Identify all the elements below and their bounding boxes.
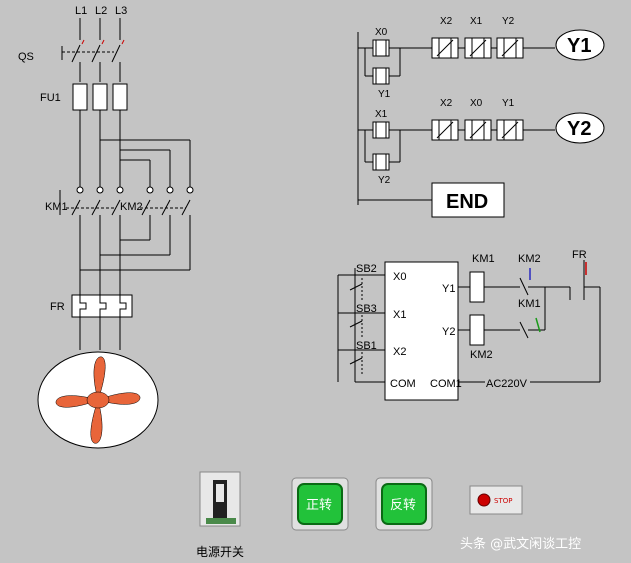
rung2-contact-x2-label: X2	[440, 98, 453, 109]
plc-output-y1: Y1	[442, 283, 455, 295]
end-instruction: END	[431, 182, 505, 218]
rung1-contact-x0-label: X0	[375, 27, 388, 38]
sb1-label: SB1	[356, 340, 377, 352]
rung2-contact-x0-label: X0	[470, 98, 483, 109]
reverse-button[interactable]: 反转	[375, 477, 433, 531]
forward-button[interactable]: 正转	[291, 477, 349, 531]
rung2-contact-y1-label: Y1	[502, 98, 515, 109]
ladder-diagram	[357, 32, 555, 205]
fu1-fuses	[72, 83, 128, 111]
rung1-contact-x1-label: X1	[470, 16, 483, 27]
sb2-label: SB2	[356, 263, 377, 275]
plc-output-y2: Y2	[442, 326, 455, 338]
phase-l1-label: L1	[75, 5, 87, 17]
plc-terminal-com: COM	[390, 378, 416, 390]
km2-interlock-label: KM2	[518, 253, 541, 265]
end-label: END	[446, 191, 488, 213]
rung2-contact-x1-label: X1	[375, 109, 388, 120]
fr-control-label: FR	[572, 249, 587, 261]
km2-coil-label: KM2	[470, 349, 493, 361]
fr-main-label: FR	[50, 301, 65, 313]
rung1-contact-x2-label: X2	[440, 16, 453, 27]
km1-contacts	[66, 186, 124, 216]
main-circuit	[59, 18, 194, 350]
rung1-parallel-y1-label: Y1	[378, 89, 391, 100]
stop-button-label: STOP	[494, 497, 512, 505]
stop-button[interactable]: STOP	[469, 485, 523, 515]
coil-y1: Y1	[555, 29, 605, 61]
plc-wiring	[337, 260, 601, 401]
fr-relay	[71, 294, 133, 318]
watermark-text: 头条 @武文闲谈工控	[460, 536, 581, 552]
km1-interlock-label: KM1	[518, 298, 541, 310]
qs-label: QS	[18, 51, 34, 63]
km2-contacts	[140, 186, 194, 216]
coil-y1-label: Y1	[567, 35, 591, 57]
power-switch[interactable]	[199, 471, 241, 527]
rung1-contact-y2-label: Y2	[502, 16, 515, 27]
plc-terminal-x0: X0	[393, 271, 406, 283]
power-switch-label: 电源开关	[196, 545, 244, 559]
fu1-label: FU1	[40, 92, 61, 104]
coil-y2: Y2	[555, 112, 605, 144]
plc-terminal-x1: X1	[393, 309, 406, 321]
km1-main-label: KM1	[45, 201, 68, 213]
km1-interlock-mark	[535, 317, 541, 333]
supply-label: AC220V	[486, 378, 528, 390]
plc-output-com1: COM1	[430, 378, 462, 390]
qs-switch	[61, 44, 121, 82]
km1-coil-label: KM1	[472, 253, 495, 265]
plc-terminal-x2: X2	[393, 346, 406, 358]
reverse-button-label: 反转	[390, 498, 416, 513]
km2-main-label: KM2	[120, 201, 143, 213]
phase-l2-label: L2	[95, 5, 107, 17]
forward-button-label: 正转	[306, 498, 332, 513]
motor-fan-icon	[37, 351, 159, 449]
phase-l3-label: L3	[115, 5, 127, 17]
sb3-label: SB3	[356, 303, 377, 315]
rung2-parallel-y2-label: Y2	[378, 175, 391, 186]
coil-y2-label: Y2	[567, 118, 591, 140]
